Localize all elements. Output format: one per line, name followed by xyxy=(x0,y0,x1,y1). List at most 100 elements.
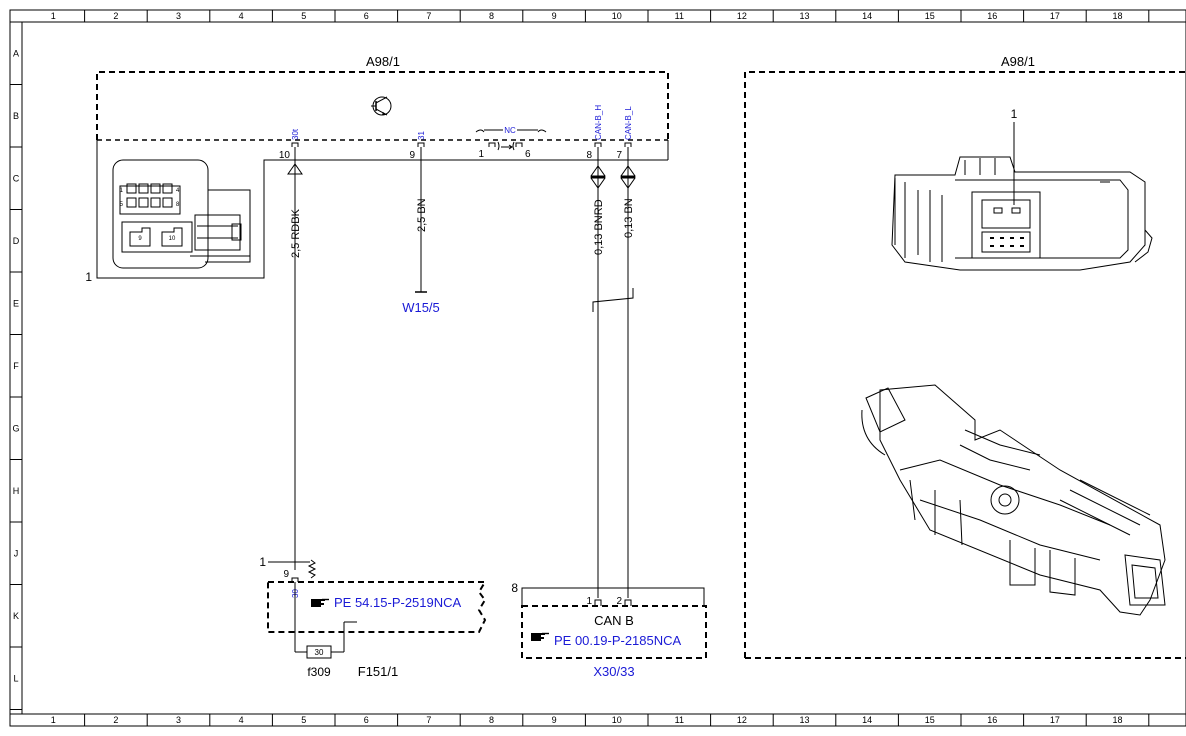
can-ref-link[interactable]: PE 00.19-P-2185NCA xyxy=(554,633,682,648)
column-label: 6 xyxy=(364,715,369,725)
svg-text:9: 9 xyxy=(409,150,415,161)
svg-text:9: 9 xyxy=(138,236,142,242)
column-label: 16 xyxy=(987,11,997,21)
row-label: H xyxy=(13,486,20,496)
fuse-ref-link[interactable]: PE 54.15-P-2519NCA xyxy=(334,595,462,610)
wire-bn-ground: 2,5 BN xyxy=(415,160,428,293)
column-label: 4 xyxy=(239,715,244,725)
column-label: 7 xyxy=(426,715,431,725)
column-label: 2 xyxy=(113,11,118,21)
pin-8: 8 CAN-B_H xyxy=(586,105,603,161)
svg-text:CAN-B_H: CAN-B_H xyxy=(594,105,603,140)
fuse-component: F151/1 xyxy=(358,664,398,679)
column-label: 8 xyxy=(489,715,494,725)
column-label: 10 xyxy=(612,11,622,21)
column-label: 9 xyxy=(552,11,557,21)
can-component-link[interactable]: X30/33 xyxy=(593,664,634,679)
column-label: 7 xyxy=(426,11,431,21)
fuse-id: f309 xyxy=(307,665,331,679)
svg-text:8: 8 xyxy=(511,581,518,595)
column-label: 17 xyxy=(1050,11,1060,21)
connector-callout: 1 xyxy=(85,270,92,284)
nc-pins: NC 1 6 xyxy=(475,126,547,160)
pin-9: 9 31 xyxy=(409,131,426,161)
component-box xyxy=(96,71,669,140)
column-label: 1 xyxy=(51,715,56,725)
svg-text:CAN-B_L: CAN-B_L xyxy=(624,106,633,140)
svg-text:30t: 30t xyxy=(291,128,300,140)
column-label: 13 xyxy=(799,11,809,21)
pin-7: 7 CAN-B_L xyxy=(616,106,633,161)
column-label: 14 xyxy=(862,11,872,21)
svg-text:7: 7 xyxy=(616,150,622,161)
column-label: 12 xyxy=(737,715,747,725)
transistor-icon xyxy=(371,96,392,116)
column-label: 13 xyxy=(799,715,809,725)
row-label: A xyxy=(13,48,19,58)
wire-can-l: 0,13 BN xyxy=(620,160,636,598)
component-title-right: A98/1 xyxy=(1001,54,1035,69)
column-label: 12 xyxy=(737,11,747,21)
view-panel xyxy=(744,71,1186,658)
ground-link[interactable]: W15/5 xyxy=(402,300,440,315)
svg-text:0,13 BN: 0,13 BN xyxy=(623,198,635,238)
svg-text:5: 5 xyxy=(120,202,124,208)
pin-10: 10 30t xyxy=(279,128,300,161)
column-label: 18 xyxy=(1112,715,1122,725)
svg-text:8: 8 xyxy=(586,150,592,161)
column-label: 1 xyxy=(51,11,56,21)
column-label: 5 xyxy=(301,715,306,725)
svg-text:1: 1 xyxy=(120,188,124,194)
svg-text:1: 1 xyxy=(478,149,484,160)
row-label: C xyxy=(13,173,20,183)
component-title-left: A98/1 xyxy=(366,54,400,69)
svg-text:2,5 BN: 2,5 BN xyxy=(416,198,428,232)
svg-text:8: 8 xyxy=(176,202,180,208)
svg-text:30: 30 xyxy=(315,648,324,657)
svg-text:9: 9 xyxy=(283,569,289,580)
row-label: E xyxy=(13,298,19,308)
column-label: 8 xyxy=(489,11,494,21)
connector-face: 1 4 5 8 9 10 xyxy=(96,140,290,279)
column-label: 2 xyxy=(113,715,118,725)
row-label: D xyxy=(13,236,20,246)
column-label: 11 xyxy=(675,715,684,725)
column-label: 15 xyxy=(925,11,935,21)
row-label: G xyxy=(12,423,19,433)
svg-text:2: 2 xyxy=(616,596,622,607)
can-box: 8 1 2 xyxy=(511,581,707,659)
svg-text:2,5 RDBK: 2,5 RDBK xyxy=(290,208,302,258)
column-label: 18 xyxy=(1112,11,1122,21)
column-label: 15 xyxy=(925,715,935,725)
module-top-view xyxy=(891,156,1153,271)
frame-outer xyxy=(9,9,1186,727)
column-label: 3 xyxy=(176,11,181,21)
svg-text:1: 1 xyxy=(586,596,592,607)
module-perspective-view xyxy=(861,384,1166,616)
can-bus-name: CAN B xyxy=(594,613,634,628)
svg-text:NC: NC xyxy=(504,126,516,135)
column-label: 4 xyxy=(239,11,244,21)
row-label: F xyxy=(13,361,19,371)
row-label: K xyxy=(13,611,19,621)
column-label: 5 xyxy=(301,11,306,21)
svg-text:0,13 BNRD: 0,13 BNRD xyxy=(593,199,605,255)
svg-text:4: 4 xyxy=(176,188,180,194)
column-label: 17 xyxy=(1050,715,1060,725)
column-label: 11 xyxy=(675,11,684,21)
column-label: 9 xyxy=(552,715,557,725)
twisted-pair-mark xyxy=(592,288,634,312)
svg-text:31: 31 xyxy=(417,131,426,140)
svg-text:10: 10 xyxy=(169,236,176,242)
column-label: 10 xyxy=(612,715,622,725)
column-label: 3 xyxy=(176,715,181,725)
column-label: 16 xyxy=(987,715,997,725)
row-label: L xyxy=(13,673,18,683)
row-label: B xyxy=(13,111,19,121)
svg-text:10: 10 xyxy=(279,150,291,161)
svg-text:1: 1 xyxy=(259,555,266,569)
column-label: 14 xyxy=(862,715,872,725)
